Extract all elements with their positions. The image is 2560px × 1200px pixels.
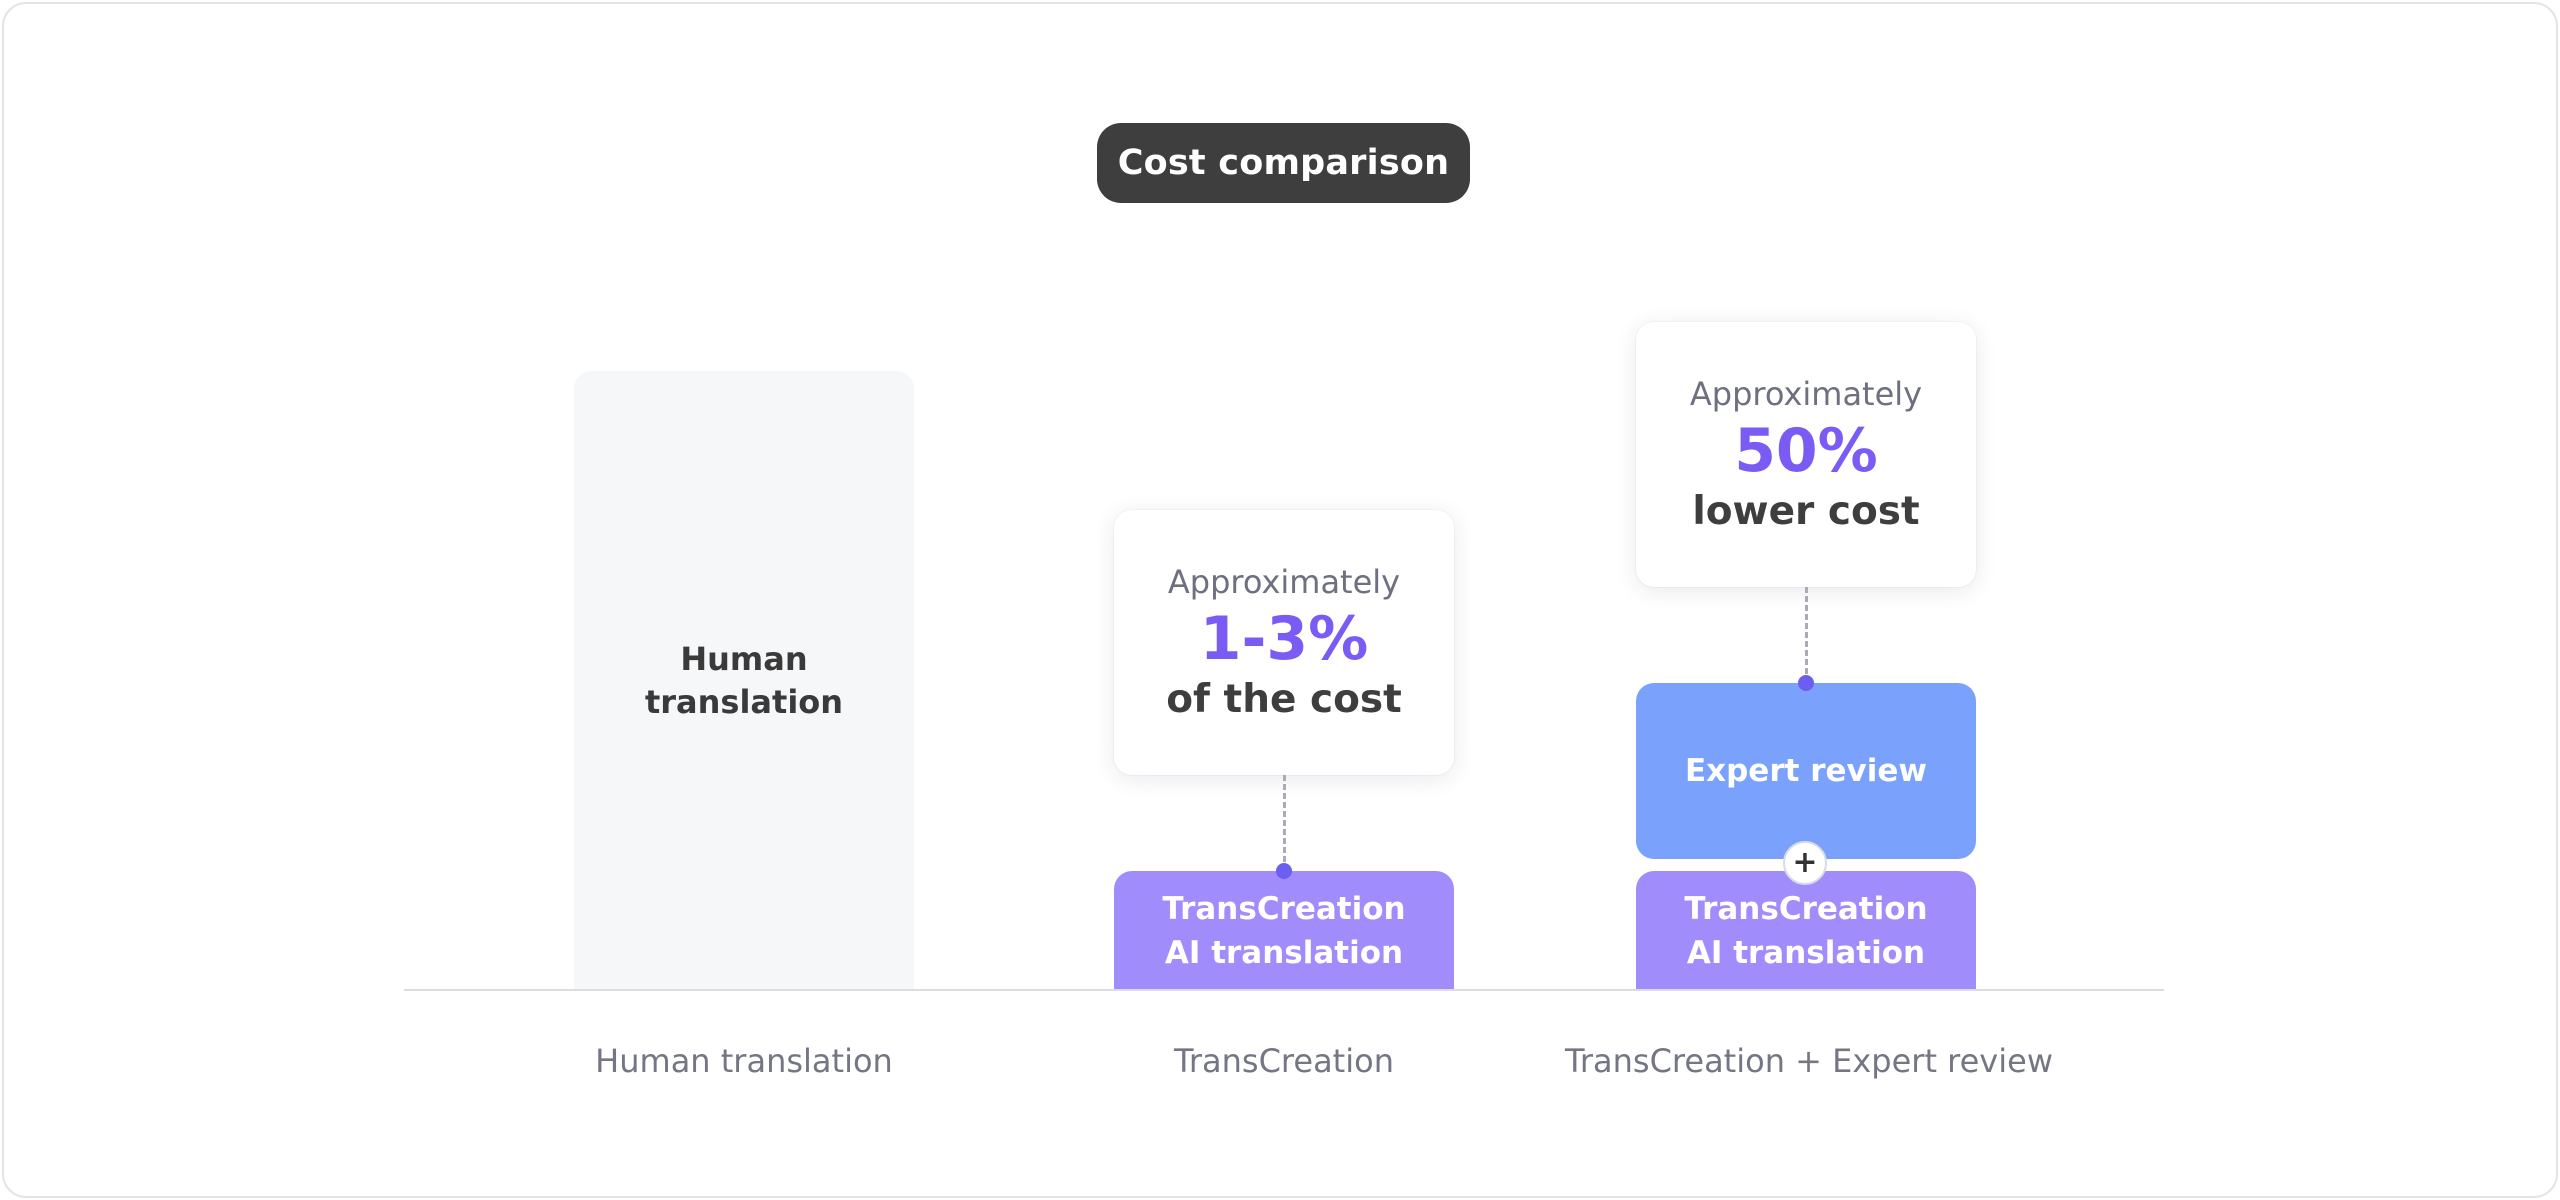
human-bar-label-line1: Human [680, 639, 808, 678]
callout-connector-line [1283, 775, 1286, 871]
callout-connector-line [1805, 587, 1808, 683]
plus-symbol: + [1792, 845, 1818, 880]
callout-pre-text: Approximately [1167, 562, 1401, 601]
human-translation-bar: Human translation [574, 371, 914, 990]
callout-post-text: lower cost [1692, 488, 1920, 534]
category-label-transcreation: TransCreation [1174, 1042, 1394, 1080]
baseline-axis [404, 989, 2164, 991]
callout-value: 1-3% [1199, 603, 1369, 674]
ai-bar-label-line2: AI translation [1164, 934, 1404, 971]
plus-icon: + [1783, 841, 1827, 885]
category-label-human: Human translation [595, 1042, 893, 1080]
ai-bar-label-line2: AI translation [1686, 934, 1926, 971]
callout-post-text: of the cost [1166, 676, 1402, 722]
ai-bar-label-line1: TransCreation [1162, 890, 1406, 927]
transcreation-ai-bar-stacked: TransCreation AI translation [1636, 871, 1976, 990]
expert-review-cost-callout: Approximately 50% lower cost [1636, 322, 1976, 587]
ai-bar-label-line1: TransCreation [1684, 890, 1928, 927]
human-bar-label-line2: translation [644, 682, 844, 721]
title-badge: Cost comparison [1097, 123, 1470, 203]
transcreation-ai-bar: TransCreation AI translation [1114, 871, 1454, 990]
expert-review-label: Expert review [1684, 753, 1928, 789]
callout-pre-text: Approximately [1689, 374, 1923, 413]
diagram-title: Cost comparison [1117, 143, 1450, 183]
connector-dot [1276, 863, 1292, 879]
category-label-expert-review: TransCreation + Expert review [1565, 1042, 2053, 1080]
expert-review-bar: Expert review [1636, 683, 1976, 859]
transcreation-cost-callout: Approximately 1-3% of the cost [1114, 510, 1454, 775]
connector-dot [1798, 675, 1814, 691]
callout-value: 50% [1734, 415, 1878, 486]
